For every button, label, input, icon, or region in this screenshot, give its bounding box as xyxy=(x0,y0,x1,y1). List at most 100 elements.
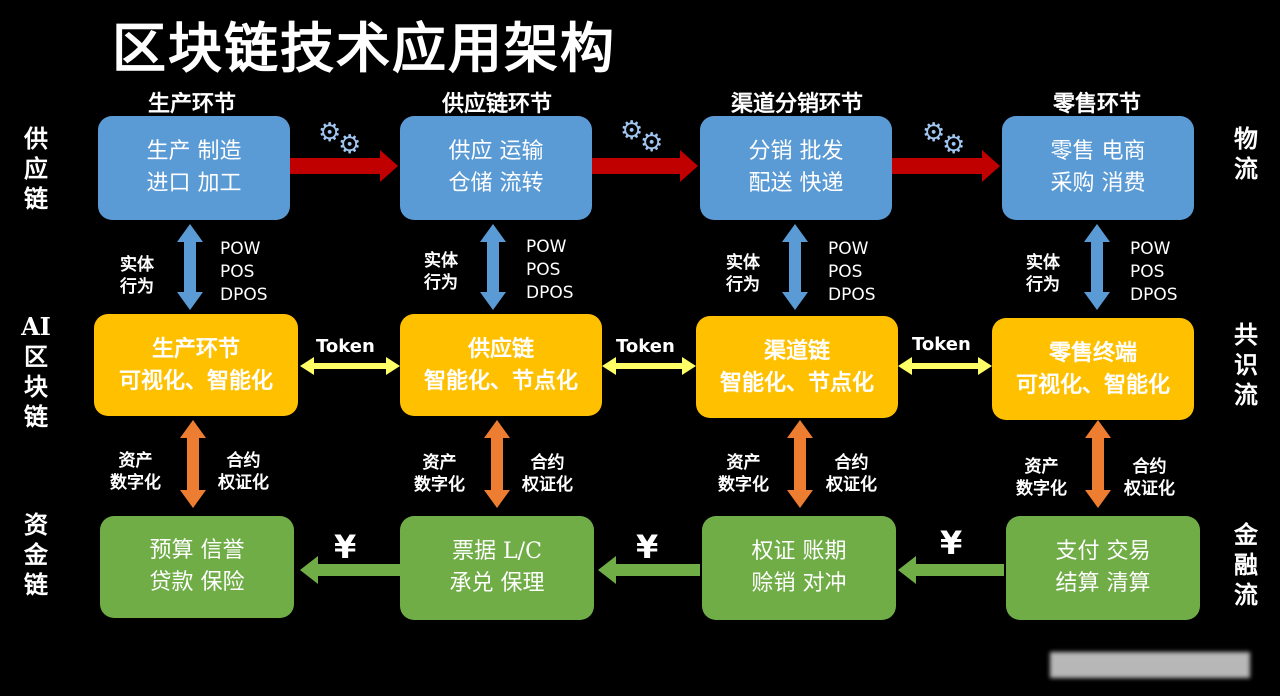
consensus-item: POS xyxy=(526,260,561,280)
gear-icon: ⚙ xyxy=(922,118,946,148)
label-line: 数字化 xyxy=(110,473,161,493)
box-line: 可视化、智能化 xyxy=(1015,372,1170,398)
consensus-item: POW xyxy=(1130,239,1171,259)
asset-contract-arrows xyxy=(180,420,1111,508)
consensus-item: DPOS xyxy=(1130,285,1178,305)
arrow-token-1 xyxy=(300,357,400,375)
box-line: 支付 交易 xyxy=(1055,539,1151,564)
gear-icon: ⚙ xyxy=(640,128,664,158)
arrow-orange-3 xyxy=(787,420,813,508)
arrow-orange-2 xyxy=(484,420,510,508)
arrow-supply-to-distribution xyxy=(592,150,698,182)
column-header-retail: 零售环节 xyxy=(1052,91,1141,117)
vertical-char: 资 xyxy=(24,510,48,539)
label-line: 实体 xyxy=(726,253,760,273)
box-line: 渠道链 xyxy=(763,338,830,364)
box-supply-ai: 供应链 智能化、节点化 xyxy=(400,314,602,416)
label-line: 合约 xyxy=(834,453,869,473)
vertical-char: 流 xyxy=(1234,380,1258,409)
vertical-char: 链 xyxy=(24,570,48,599)
consensus-item: POS xyxy=(1130,262,1165,282)
token-label: Token xyxy=(912,334,971,355)
box-line: 零售终端 xyxy=(1048,340,1137,366)
vertical-char: 链 xyxy=(24,184,48,213)
consensus-item: DPOS xyxy=(828,285,876,305)
box-line: 供应 运输 xyxy=(448,139,544,164)
box-distribution-logistics: 分销 批发 配送 快递 xyxy=(700,116,892,220)
vertical-char: 流 xyxy=(1234,580,1258,609)
box-distribution-finance: 权证 账期 赊销 对冲 xyxy=(702,516,896,620)
consensus-item: POW xyxy=(526,237,567,257)
consensus-item: POW xyxy=(828,239,869,259)
label-line: 权证化 xyxy=(1124,479,1175,499)
vertical-char: 链 xyxy=(24,402,48,431)
box-line: 票据 L/C xyxy=(452,539,542,564)
entity-behaviour-arrows xyxy=(177,224,1110,310)
contract-tokenization-label: 合约 权证化 xyxy=(522,452,573,496)
label-line: 合约 xyxy=(226,451,261,471)
box-supply-finance: 票据 L/C 承兑 保理 xyxy=(400,516,594,620)
vertical-char: 共 xyxy=(1234,320,1258,349)
left-label-capital-chain: 资金链 xyxy=(16,510,56,600)
consensus-list: POW POS DPOS xyxy=(1130,238,1178,307)
consensus-list: POW POS DPOS xyxy=(526,236,574,305)
contract-tokenization-label: 合约 权证化 xyxy=(826,452,877,496)
box-line: 赊销 对冲 xyxy=(751,571,847,596)
consensus-item: DPOS xyxy=(220,285,268,305)
right-label-logistics: 物流 xyxy=(1226,124,1266,184)
box-production-finance: 预算 信誉 贷款 保险 xyxy=(100,516,294,618)
entity-behaviour-label: 实体 行为 xyxy=(424,250,458,294)
column-header-distribution: 渠道分销环节 xyxy=(730,91,863,117)
left-label-supply-chain: 供应链 xyxy=(16,124,56,214)
box-line: 权证 账期 xyxy=(751,539,847,564)
gear-icon: ⚙ xyxy=(318,118,342,148)
box-line: 贷款 保险 xyxy=(149,570,245,595)
vertical-char: 流 xyxy=(1234,154,1258,183)
label-line: 行为 xyxy=(1026,275,1060,295)
contract-tokenization-label: 合约 权证化 xyxy=(218,450,269,494)
yen-label: ¥ xyxy=(940,524,963,562)
label-line: 行为 xyxy=(424,273,458,293)
label-line: 行为 xyxy=(726,275,760,295)
box-line: 生产环节 xyxy=(151,336,240,362)
arrow-orange-1 xyxy=(180,420,206,508)
box-line: 分销 批发 xyxy=(748,139,844,164)
box-retail-logistics: 零售 电商 采购 消费 xyxy=(1002,116,1194,220)
box-line: 供应链 xyxy=(467,336,534,362)
label-line: 资产 xyxy=(118,451,153,471)
arrow-blue-3 xyxy=(782,224,808,310)
arrow-orange-4 xyxy=(1085,420,1111,508)
label-line: 权证化 xyxy=(826,475,877,495)
arrow-finance-2 xyxy=(598,556,700,584)
box-line: 承兑 保理 xyxy=(449,571,545,596)
vertical-char: AI xyxy=(21,312,51,341)
arrow-token-2 xyxy=(602,357,696,375)
gear-icon: ⚙ xyxy=(338,130,362,160)
vertical-char: 物 xyxy=(1234,124,1258,153)
vertical-char: 金 xyxy=(1234,520,1258,549)
box-retail-finance: 支付 交易 结算 清算 xyxy=(1006,516,1200,620)
label-line: 权证化 xyxy=(218,473,269,493)
vertical-char: 融 xyxy=(1234,550,1258,579)
consensus-item: POW xyxy=(220,239,261,259)
consensus-item: DPOS xyxy=(526,283,574,303)
box-line: 采购 消费 xyxy=(1050,171,1146,196)
box-production-ai: 生产环节 可视化、智能化 xyxy=(94,314,298,416)
arrow-token-3 xyxy=(898,357,992,375)
entity-behaviour-label: 实体 行为 xyxy=(120,254,154,298)
arrow-production-to-supply xyxy=(290,150,398,182)
token-label: Token xyxy=(616,336,675,357)
label-line: 合约 xyxy=(530,453,565,473)
vertical-char: 识 xyxy=(1234,350,1258,379)
yen-label: ¥ xyxy=(636,528,659,566)
vertical-char: 供 xyxy=(24,124,48,153)
asset-digitization-label: 资产 数字化 xyxy=(414,452,465,496)
consensus-list: POW POS DPOS xyxy=(220,238,268,307)
arrow-blue-2 xyxy=(480,224,506,310)
box-line: 零售 电商 xyxy=(1050,139,1146,164)
label-line: 实体 xyxy=(424,251,458,271)
box-retail-ai: 零售终端 可视化、智能化 xyxy=(992,318,1194,420)
